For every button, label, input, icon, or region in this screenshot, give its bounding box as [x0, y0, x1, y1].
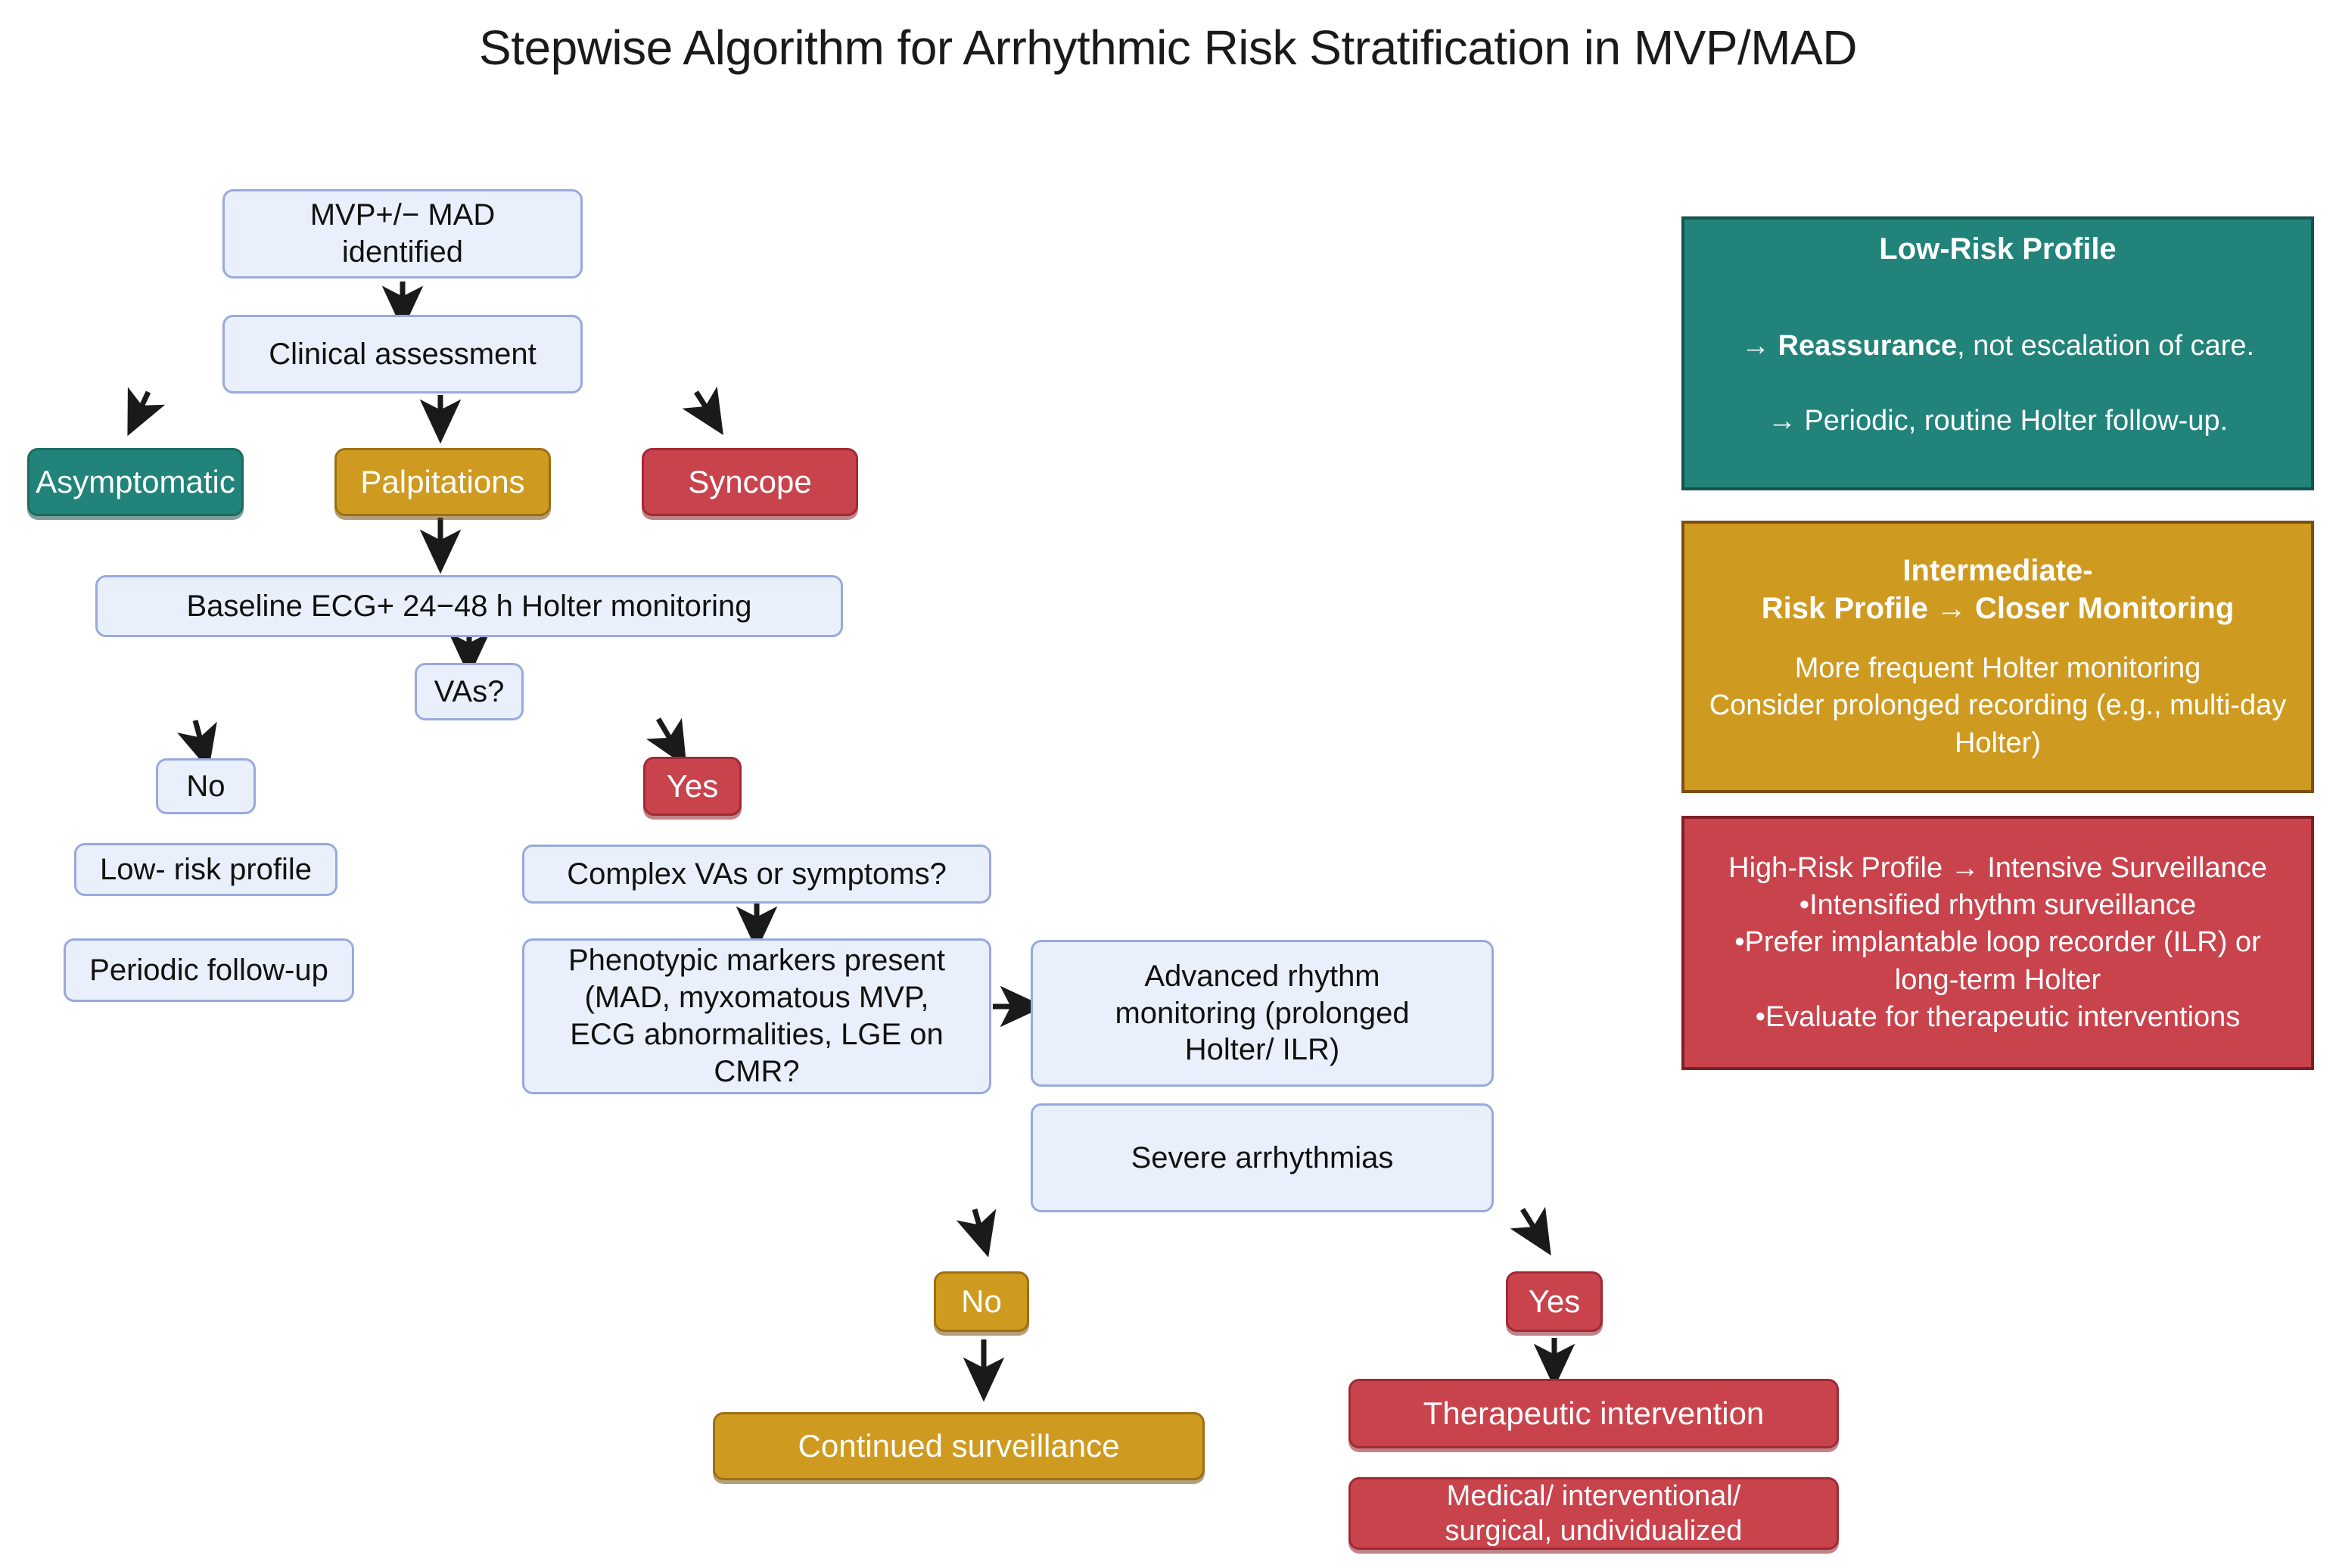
page-title: Stepwise Algorithm for Arrhythmic Risk S… [479, 20, 1858, 75]
node-complex-vas[interactable]: Complex VAs or symptoms? [522, 845, 991, 904]
legend-low-bold: Reassurance [1778, 329, 1958, 362]
arrow-vas-to-yes [645, 717, 687, 767]
node-clinical-assessment[interactable]: Clinical assessment [222, 315, 583, 394]
arrow-clinical-to-syncope [682, 386, 723, 435]
arrow-clinical-to-asymptomatic [127, 387, 166, 437]
node-palpitations[interactable]: Palpitations [334, 448, 551, 516]
node-therapeutic-detail[interactable]: Medical/ interventional/ surgical, undiv… [1348, 1477, 1839, 1550]
node-baseline-ecg[interactable]: Baseline ECG+ 24−48 h Holter monitoring [95, 575, 843, 637]
legend-high-risk-body: High-Risk Profile → Intensive Surveillan… [1728, 851, 2267, 1034]
legend-low-risk-body: → Reassurance, not escalation of care. →… [1741, 291, 2254, 478]
node-vas-no[interactable]: No [156, 758, 256, 814]
node-advanced-monitoring[interactable]: Advanced rhythm monitoring (prolonged Ho… [1031, 940, 1494, 1087]
node-vas-yes[interactable]: Yes [643, 757, 742, 816]
node-severe-yes[interactable]: Yes [1506, 1271, 1603, 1332]
legend-low-arrow-1: → [1740, 329, 1778, 362]
legend-low-line-2: → Periodic, routine Holter follow-up. [1767, 404, 2229, 437]
legend-intermediate-body: More frequent Holter monitoring Consider… [1709, 652, 2287, 759]
node-continued-surveillance[interactable]: Continued surveillance [713, 1412, 1205, 1480]
node-start[interactable]: MVP+/− MAD identified [222, 189, 583, 278]
legend-low-risk-title: Low-Risk Profile [1879, 232, 2117, 266]
node-syncope[interactable]: Syncope [642, 448, 858, 516]
node-asymptomatic[interactable]: Asymptomatic [27, 448, 244, 516]
node-severe-arrhythmias[interactable]: Severe arrhythmias [1031, 1103, 1494, 1212]
legend-low-rest: , not escalation of care. [1957, 329, 2255, 362]
node-severe-no[interactable]: No [934, 1271, 1029, 1332]
legend-panel-high-risk: High-Risk Profile → Intensive Surveillan… [1681, 816, 2314, 1070]
node-periodic-followup[interactable]: Periodic follow-up [64, 938, 354, 1002]
arrow-vas-to-no [177, 720, 217, 770]
legend-panel-intermediate-risk: Intermediate- Risk Profile → Closer Moni… [1681, 521, 2314, 793]
node-vas-question[interactable]: VAs? [415, 663, 524, 720]
node-low-risk-profile[interactable]: Low- risk profile [74, 843, 337, 896]
node-therapeutic-intervention[interactable]: Therapeutic intervention [1348, 1379, 1839, 1448]
node-phenotypic-markers[interactable]: Phenotypic markers present (MAD, myxomat… [522, 938, 991, 1094]
arrow-severe-to-yes [1510, 1206, 1551, 1256]
legend-intermediate-title: Intermediate- Risk Profile → Closer Moni… [1761, 553, 2235, 625]
legend-panel-low-risk: Low-Risk Profile → Reassurance, not esca… [1681, 216, 2314, 490]
arrow-severe-to-no [956, 1209, 997, 1258]
